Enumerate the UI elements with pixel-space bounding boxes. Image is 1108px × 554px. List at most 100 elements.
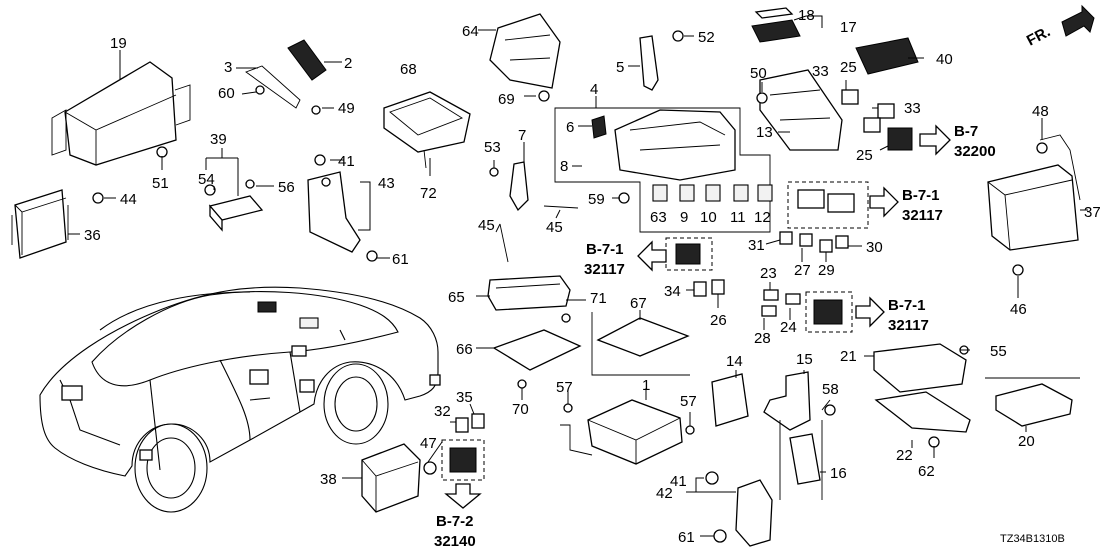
part-1-srs-unit [560,399,683,465]
callout-25-a: 25 [840,59,857,76]
part-21-module [873,343,967,393]
arrow-b72 [444,483,482,509]
callout-70: 70 [512,401,529,418]
callout-36: 36 [84,227,101,244]
callout-39: 39 [210,131,227,148]
ref-code-32117-c: 32117 [888,317,929,334]
part-64-bracket [489,13,561,89]
callout-55: 55 [990,343,1007,360]
callout-4: 4 [590,81,598,98]
callout-72: 72 [420,185,437,202]
ref-code-32117-a: 32117 [902,207,943,224]
callout-62: 62 [918,463,935,480]
ref-page-b71-a: B-7-1 [902,187,940,204]
part-68-ecu [383,91,471,153]
callout-17: 17 [840,19,857,36]
part-18-17-switch [751,7,801,43]
callout-2: 2 [344,55,352,72]
callout-43: 43 [378,175,395,192]
callout-6: 6 [566,119,574,136]
callout-53: 53 [484,139,501,156]
part-34-26-relays [693,279,725,297]
ref-page-b71-b: B-7-1 [586,241,624,258]
callout-34: 34 [664,283,681,300]
callout-35: 35 [456,389,473,406]
callout-30: 30 [866,239,883,256]
part-16-bracket [779,420,823,500]
callout-29: 29 [818,262,835,279]
callout-37: 37 [1084,204,1101,221]
callout-57-b: 57 [680,393,697,410]
callout-12: 12 [754,209,771,226]
callout-63: 63 [650,209,667,226]
callout-8: 8 [560,158,568,175]
ref-code-32140: 32140 [434,533,476,550]
callout-41-a: 41 [338,153,355,170]
callout-42: 42 [656,485,673,502]
callout-26: 26 [710,312,727,329]
callout-27: 27 [794,262,811,279]
callout-66: 66 [456,341,473,358]
callout-24: 24 [780,319,797,336]
callout-15: 15 [796,351,813,368]
callout-23: 23 [760,265,777,282]
fr-arrow-icon [1061,4,1095,37]
ref-code-32200: 32200 [954,143,996,160]
callout-65: 65 [448,289,465,306]
reference-arrows [444,4,1095,509]
arrow-b71-c [855,296,885,328]
ref-page-b71-c: B-7-1 [888,297,926,314]
callout-11: 11 [730,209,746,226]
callout-60: 60 [218,85,235,102]
part-22-bracket [874,391,971,433]
callout-5: 5 [616,59,624,76]
part-25-33-relays [841,89,913,151]
part-38-module [361,443,421,513]
callout-49: 49 [338,100,355,117]
relay-row [652,184,773,202]
callout-56: 56 [278,179,295,196]
callout-68: 68 [400,61,417,78]
callout-40: 40 [936,51,953,68]
callout-32: 32 [434,403,451,420]
part-2-3-bracket [245,39,327,109]
callout-numbers: 1 2 3 4 5 6 7 8 9 10 11 12 13 14 15 16 1… [84,7,1101,546]
callout-46: 46 [1010,301,1027,318]
callout-16: 16 [830,465,847,482]
callout-45-b: 45 [546,219,563,236]
callout-1: 1 [642,377,650,394]
bolts [92,30,1048,543]
callout-31: 31 [748,237,765,254]
callout-20: 20 [1018,433,1035,450]
part-19-module [51,61,191,166]
callout-45-a: 45 [478,217,495,234]
part-13-bracket [759,69,843,151]
part-40-switch [855,37,919,75]
callout-3: 3 [224,59,232,76]
part-20-module [985,377,1080,427]
part-32140-box [441,439,485,481]
leader-lines [68,15,1088,537]
callout-13: 13 [756,124,773,141]
callout-28: 28 [754,330,771,347]
callout-51: 51 [152,175,169,192]
part-32117-box-1 [787,181,869,229]
callout-22: 22 [896,447,913,464]
callout-7: 7 [518,127,526,144]
part-4-fusebox [554,107,771,233]
callout-44: 44 [120,191,137,208]
callout-41-b: 41 [670,473,687,490]
callout-48: 48 [1032,103,1049,120]
callout-52: 52 [698,29,715,46]
part-14-unit [711,373,749,427]
callout-50: 50 [750,65,767,82]
callout-38: 38 [320,471,337,488]
part-32117-box-3 [805,291,853,333]
part-37-module [987,134,1081,251]
callout-59: 59 [588,191,605,208]
fr-direction: FR. [1024,23,1053,49]
part-32117-box-2 [665,237,713,271]
callout-61-b: 61 [678,529,695,546]
part-15-bracket [763,371,811,431]
callout-19: 19 [110,35,127,52]
